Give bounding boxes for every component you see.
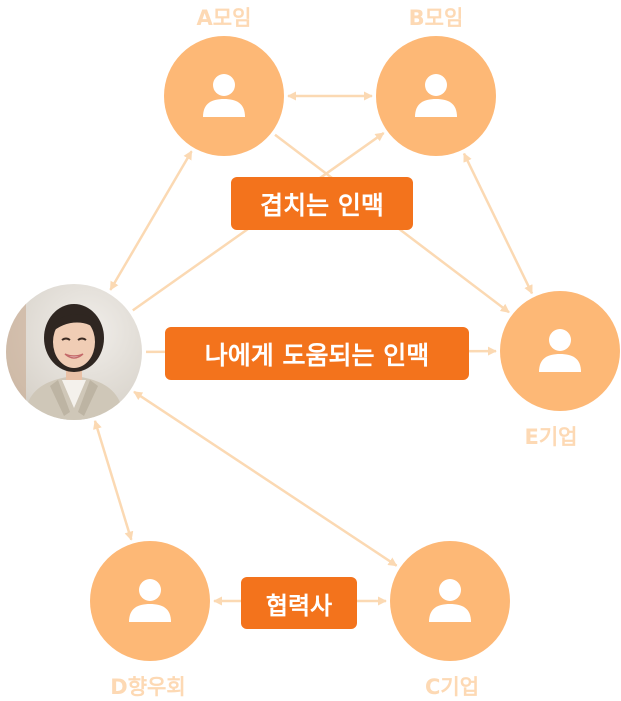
profile-avatar[interactable] — [6, 284, 142, 420]
person-icon — [203, 74, 245, 117]
node-a-group[interactable] — [164, 36, 284, 156]
edge-b-e — [462, 152, 534, 295]
node-e-company[interactable] — [500, 291, 620, 411]
edge-me-d — [93, 420, 134, 541]
person-icon — [539, 329, 581, 372]
node-d-hometown-club[interactable] — [90, 541, 210, 661]
edge-me-c — [133, 390, 398, 567]
node-b-group[interactable] — [376, 36, 496, 156]
badge-overlapping-network: 겹치는 인맥 — [231, 177, 413, 230]
person-icon — [415, 74, 457, 117]
node-d-label: D향우회 — [110, 675, 186, 699]
node-a-label: A모임 — [196, 6, 252, 30]
edge-me-a — [109, 150, 193, 291]
badge-helpful-network: 나에게 도움되는 인맥 — [165, 327, 469, 380]
node-c-label: C기업 — [424, 675, 480, 699]
node-c-company[interactable] — [390, 541, 510, 661]
badge-partner: 협력사 — [241, 577, 357, 629]
profile-photo-icon — [6, 284, 124, 420]
node-b-label: B모임 — [408, 6, 464, 30]
node-e-label: E기업 — [524, 425, 578, 449]
person-icon — [429, 579, 471, 622]
person-icon — [129, 579, 171, 622]
